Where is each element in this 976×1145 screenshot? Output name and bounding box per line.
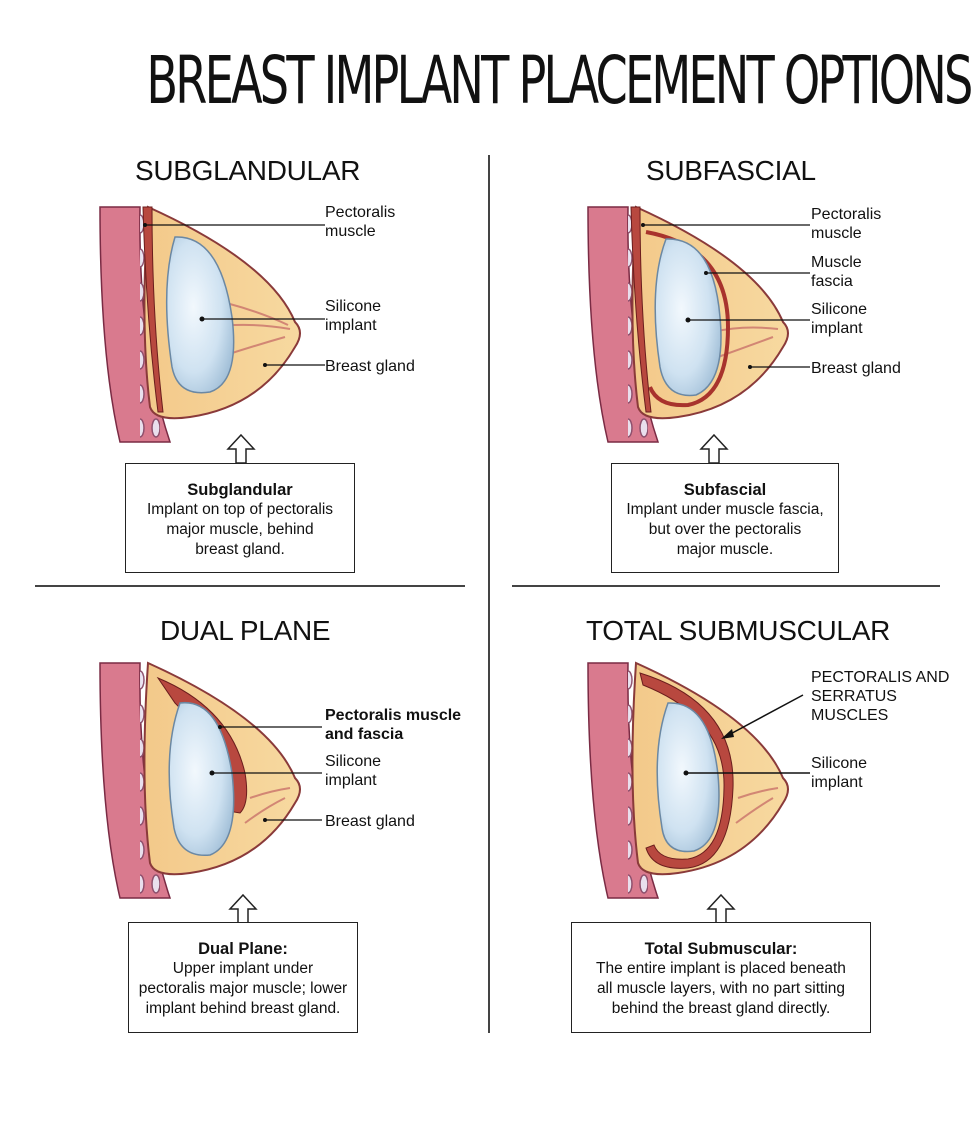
label-silicone-implant: Silicone implant — [811, 755, 868, 791]
gland-lines — [244, 787, 291, 824]
label-breast-gland: Breast gland — [811, 360, 901, 377]
total-submuscular-illustration — [587, 661, 810, 899]
label-silicone-implant: Silicone implant — [325, 298, 382, 334]
vertical-divider — [488, 155, 490, 1033]
panel-dual-plane: DUAL PLANE Pectoralis muscle and fascia … — [0, 615, 488, 1145]
up-arrow-icon — [228, 893, 258, 924]
label-breast-gland: Breast gland — [325, 358, 415, 375]
gland-lines — [735, 787, 779, 824]
up-arrow-icon — [706, 893, 736, 924]
description-text: Upper implant under pectoralis major mus… — [138, 960, 348, 1017]
description-box: Total Submuscular: The entire implant is… — [571, 922, 871, 1033]
description-title: Dual Plane: — [198, 940, 288, 958]
silicone-implant — [656, 702, 720, 853]
silicone-implant — [654, 238, 722, 397]
horizontal-divider-left — [35, 585, 465, 587]
dual-plane-illustration — [99, 661, 322, 899]
horizontal-divider-right — [512, 585, 940, 587]
label-pectoralis-muscle: Pectoralis muscle — [325, 204, 396, 240]
description-box: Subglandular Implant on top of pectorali… — [125, 463, 355, 573]
label-pectoralis-muscle-and-fascia: Pectoralis muscle and fascia — [325, 707, 462, 743]
pectoralis-muscle — [630, 206, 652, 413]
panel-total-submuscular: TOTAL SUBMUSCULAR PECTORALIS AND SERRATU… — [488, 615, 976, 1145]
panel-heading: SUBGLANDULAR — [135, 155, 361, 186]
panel-heading: SUBFASCIAL — [646, 155, 816, 186]
subglandular-illustration — [99, 205, 325, 443]
label-muscle-fascia: Muscle fascia — [811, 254, 862, 290]
silicone-implant — [168, 702, 235, 856]
up-arrow-icon — [699, 433, 729, 464]
description-text: The entire implant is placed beneath all… — [596, 960, 846, 1017]
label-breast-gland: Breast gland — [325, 813, 415, 830]
description-text: Implant under muscle fascia, but over th… — [626, 501, 824, 558]
label-pectoralis-and-serratus-muscles: PECTORALIS AND SERRATUS MUSCLES — [811, 669, 950, 724]
panel-subfascial: SUBFASCIAL Pectoralis muscle Muscle fasc… — [488, 155, 976, 685]
label-silicone-implant: Silicone implant — [811, 301, 868, 337]
label-pectoralis-muscle: Pectoralis muscle — [811, 206, 882, 242]
up-arrow-icon — [226, 433, 256, 464]
panel-subglandular: SUBGLANDULAR Pectoralis muscle Silicone … — [0, 155, 488, 685]
description-title: Subfascial — [683, 481, 767, 499]
description-title: Subglandular — [187, 481, 293, 499]
panel-heading: DUAL PLANE — [160, 615, 331, 646]
pectoralis-and-serratus-muscles — [639, 672, 734, 869]
description-title: Total Submuscular: — [644, 940, 798, 958]
description-box: Subfascial Implant under muscle fascia, … — [611, 463, 839, 573]
main-title: BREAST IMPLANT PLACEMENT OPTIONS — [146, 42, 973, 119]
panel-heading: TOTAL SUBMUSCULAR — [586, 615, 890, 646]
description-text: Implant on top of pectoralis major muscl… — [146, 501, 334, 558]
subfascial-illustration — [587, 205, 810, 443]
pectoralis-muscle — [142, 206, 164, 413]
description-box: Dual Plane: Upper implant under pectoral… — [128, 922, 358, 1033]
silicone-implant — [165, 236, 235, 394]
label-silicone-implant: Silicone implant — [325, 753, 382, 789]
